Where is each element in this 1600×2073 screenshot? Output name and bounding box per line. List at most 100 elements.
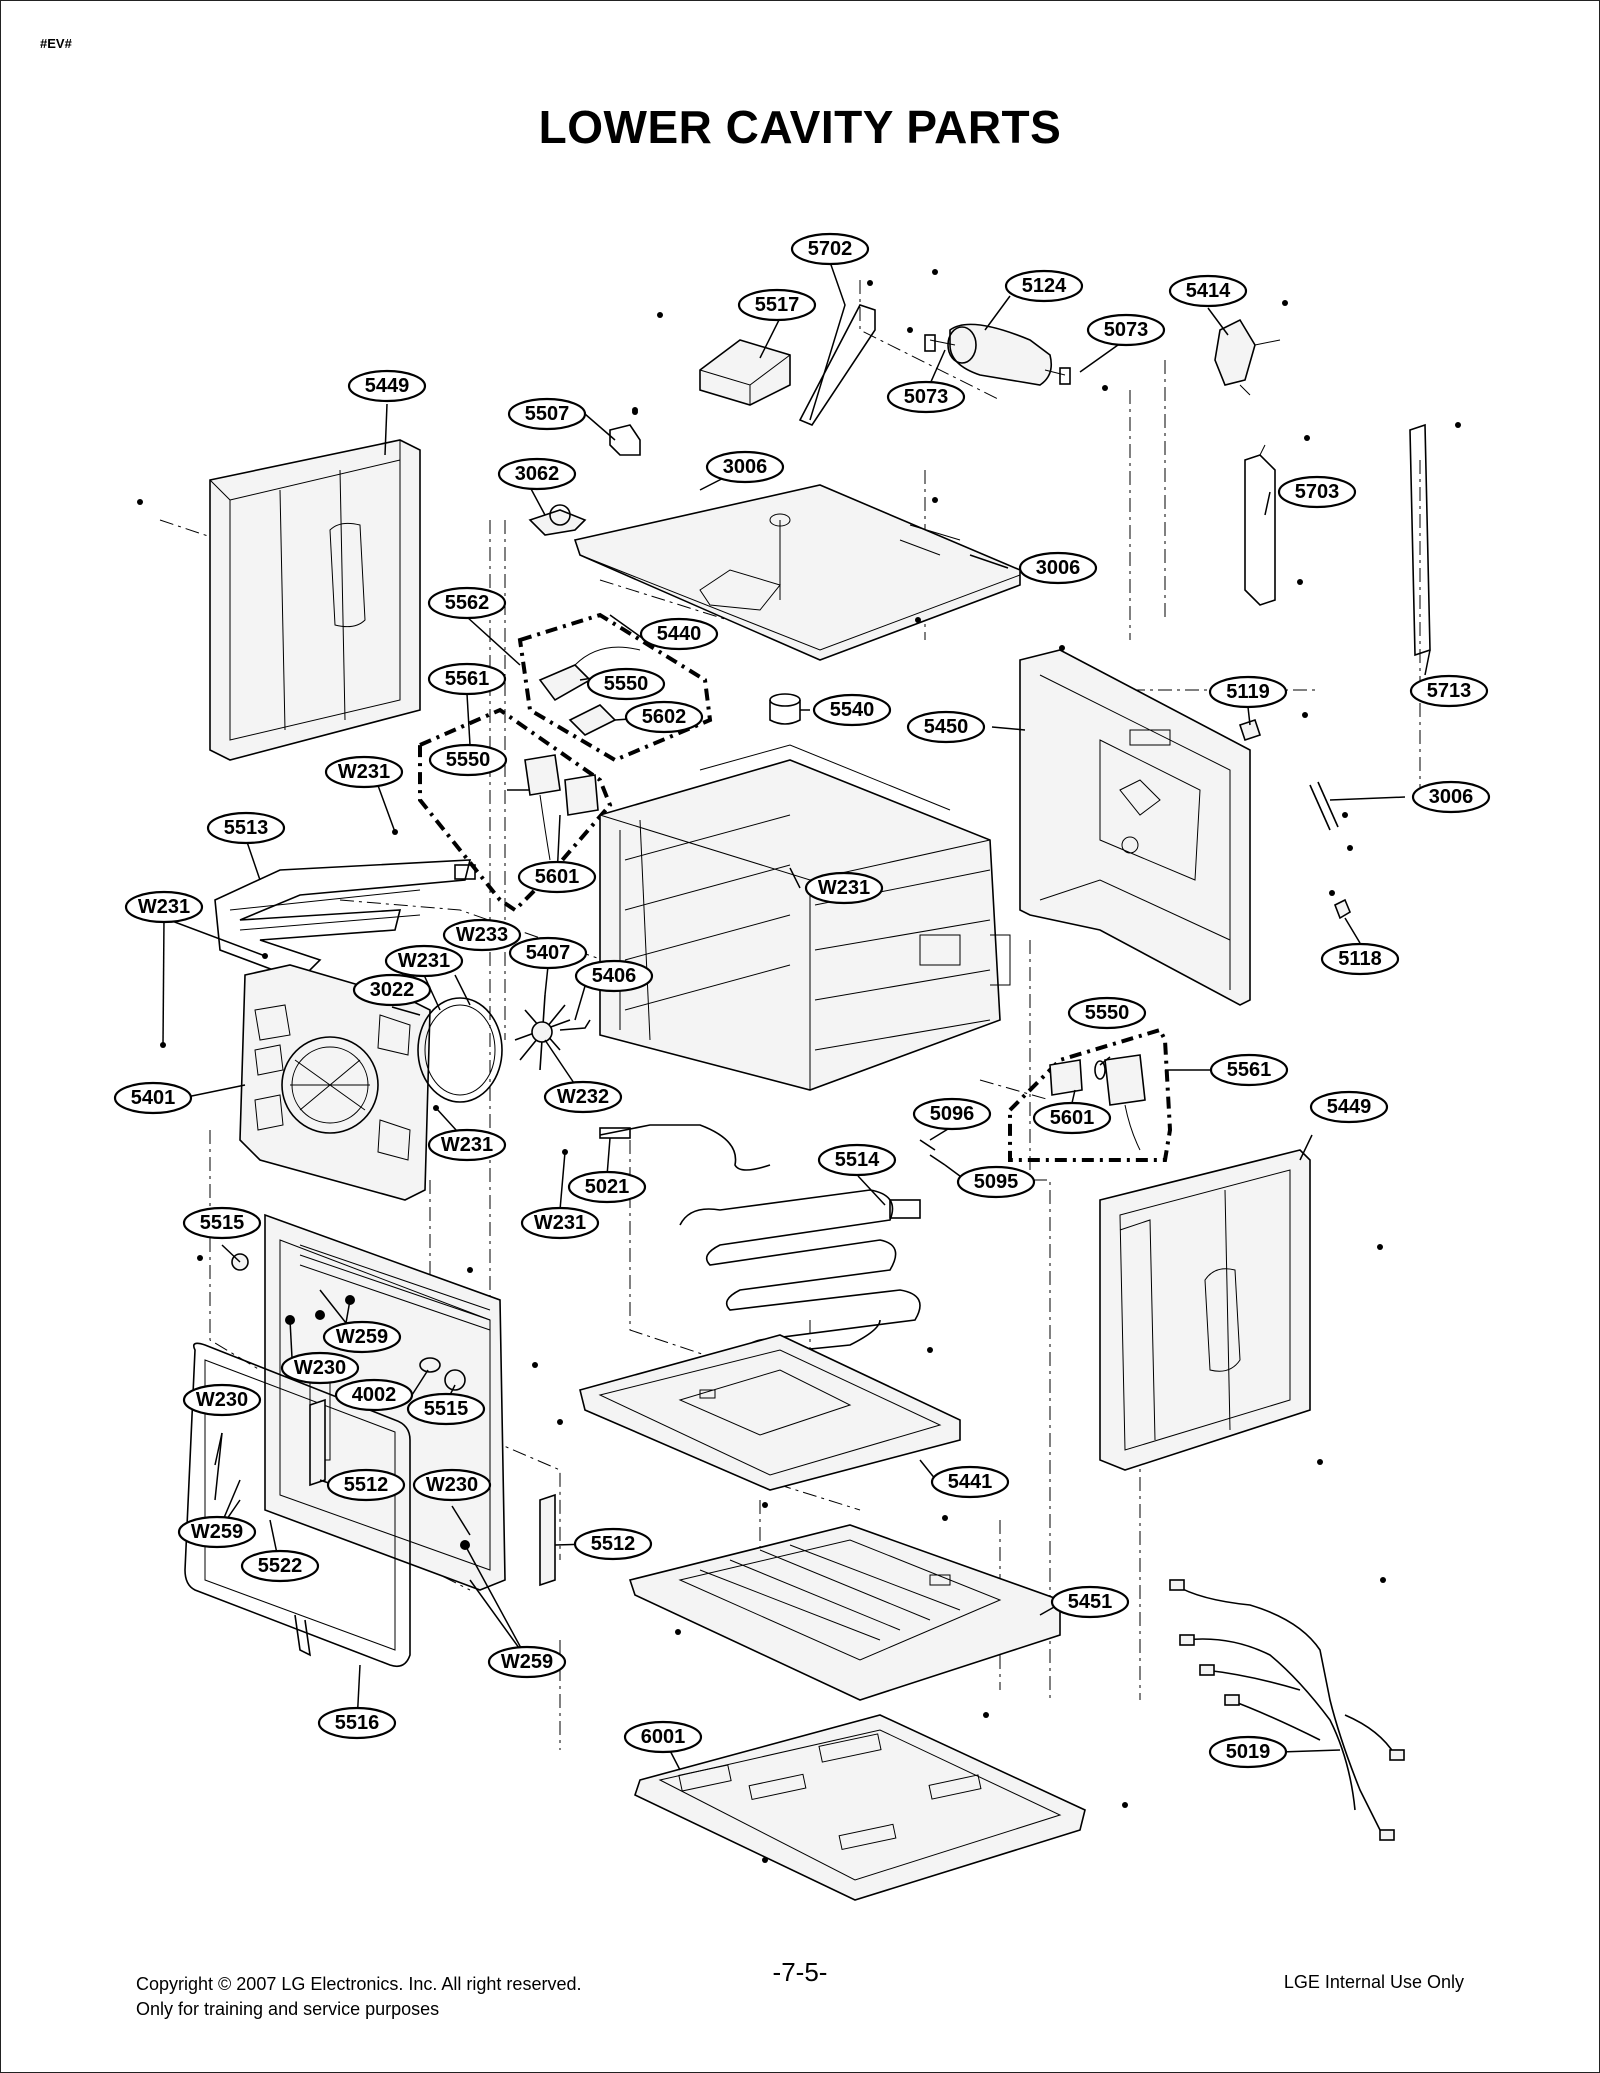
svg-text:W230: W230 <box>294 1357 346 1379</box>
svg-text:5601: 5601 <box>535 866 580 888</box>
callout-W231-center: W231 <box>804 871 884 905</box>
copyright-line-2: Only for training and service purposes <box>136 1999 440 2019</box>
group-5561-right-outline <box>1008 1027 1173 1162</box>
svg-text:5562: 5562 <box>445 592 490 614</box>
svg-text:5516: 5516 <box>335 1712 380 1734</box>
part-5703-bracket <box>1244 444 1276 606</box>
callout-W231-left: W231 <box>124 890 204 924</box>
callout-5450: 5450 <box>906 710 986 744</box>
callout-5713: 5713 <box>1409 674 1489 708</box>
svg-text:5118: 5118 <box>1338 948 1381 970</box>
callout-5021: 5021 <box>567 1170 647 1204</box>
part-5124-motor <box>924 323 1071 386</box>
callout-labels: 5702 5517 5124 5414 5073 5073 5449 5507 … <box>113 232 1491 1769</box>
svg-text:5507: 5507 <box>525 403 570 425</box>
svg-text:5702: 5702 <box>808 238 853 260</box>
callout-W230-top: W230 <box>280 1351 360 1385</box>
part-5517-box <box>699 339 791 406</box>
callout-5561-right: 5561 <box>1209 1053 1289 1087</box>
svg-text:5561: 5561 <box>445 668 490 690</box>
callout-5441: 5441 <box>930 1465 1010 1499</box>
svg-text:W232: W232 <box>557 1086 609 1108</box>
part-5441-tray <box>579 1334 961 1491</box>
part-5702-bracket <box>798 304 876 426</box>
callout-4002: 4002 <box>334 1378 414 1412</box>
callout-5118: 5118 <box>1320 942 1400 976</box>
callout-5019: 5019 <box>1208 1735 1288 1769</box>
svg-text:5540: 5540 <box>830 699 875 721</box>
part-5440-top-panel <box>573 484 1021 661</box>
callout-3006-top: 3006 <box>705 450 785 484</box>
part-3062-thermostat <box>528 504 587 536</box>
svg-text:3006: 3006 <box>723 456 768 478</box>
footer-internal-notice: LGE Internal Use Only <box>1283 1972 1464 1992</box>
callout-5440: 5440 <box>639 617 719 651</box>
callout-5515-bottom: 5515 <box>406 1392 486 1426</box>
svg-text:5512: 5512 <box>344 1474 389 1496</box>
svg-text:W230: W230 <box>426 1474 478 1496</box>
callout-W231-lower: W231 <box>427 1128 507 1162</box>
svg-text:5124: 5124 <box>1022 275 1067 297</box>
svg-text:W231: W231 <box>338 761 390 783</box>
callout-3006-right: 3006 <box>1411 780 1491 814</box>
part-5019-harness <box>1169 1579 1405 1841</box>
svg-text:5522: 5522 <box>258 1555 303 1577</box>
svg-text:5513: 5513 <box>224 817 269 839</box>
svg-text:W231: W231 <box>818 877 870 899</box>
callout-5562: 5562 <box>427 586 507 620</box>
part-5507-bracket <box>609 424 641 456</box>
callout-W230-right: W230 <box>412 1468 492 1502</box>
svg-text:W259: W259 <box>336 1326 388 1348</box>
svg-text:W233: W233 <box>456 924 508 946</box>
svg-text:W231: W231 <box>534 1212 586 1234</box>
callout-W232: W232 <box>543 1080 623 1114</box>
svg-text:W230: W230 <box>196 1389 248 1411</box>
callout-5514: 5514 <box>817 1143 897 1177</box>
callout-5124: 5124 <box>1004 269 1084 303</box>
callout-5550-upper: 5550 <box>586 667 666 701</box>
callout-W231-fan: W231 <box>384 944 464 978</box>
svg-text:3062: 3062 <box>515 463 560 485</box>
callout-W233: W233 <box>442 918 522 952</box>
svg-text:5601: 5601 <box>1050 1107 1095 1129</box>
document-code: #EV# <box>40 36 72 51</box>
callout-3022: 3022 <box>352 973 432 1007</box>
callout-5602: 5602 <box>624 700 704 734</box>
callout-5517: 5517 <box>737 288 817 322</box>
callout-5512-left: 5512 <box>326 1468 406 1502</box>
callout-W231-top-left: W231 <box>324 755 404 789</box>
screws <box>137 269 1461 1863</box>
part-5450-rear-panel <box>1019 649 1251 1006</box>
callout-5414: 5414 <box>1168 274 1248 308</box>
part-oven-cavity <box>599 744 1011 1091</box>
callout-5550-right: 5550 <box>1067 996 1147 1030</box>
callout-5073-left: 5073 <box>886 380 966 414</box>
svg-text:3006: 3006 <box>1036 557 1081 579</box>
svg-text:5515: 5515 <box>200 1212 245 1234</box>
svg-text:5550: 5550 <box>604 673 649 695</box>
callout-5449-top: 5449 <box>347 369 427 403</box>
svg-text:5449: 5449 <box>365 375 410 397</box>
callout-5702: 5702 <box>790 232 870 266</box>
part-6001-base <box>634 1714 1086 1901</box>
part-3006-sensor <box>1309 781 1339 831</box>
copyright-line-1: Copyright © 2007 LG Electronics. Inc. Al… <box>136 1974 582 1994</box>
svg-text:5440: 5440 <box>657 623 702 645</box>
svg-text:5095: 5095 <box>974 1171 1019 1193</box>
page-number: -7-5- <box>772 1957 828 1987</box>
svg-text:5073: 5073 <box>904 386 949 408</box>
part-3022-ring-element <box>417 997 503 1103</box>
svg-text:3006: 3006 <box>1429 786 1474 808</box>
part-5451-floor <box>628 1524 1061 1701</box>
footer-copyright: Copyright © 2007 LG Electronics. Inc. Al… <box>136 1972 581 2022</box>
group-5562-outline <box>517 612 713 763</box>
svg-text:5414: 5414 <box>1186 280 1231 302</box>
part-5713-strip <box>1409 423 1431 657</box>
callout-3062: 3062 <box>497 457 577 491</box>
callout-W259-left: W259 <box>177 1515 257 1549</box>
svg-text:5517: 5517 <box>755 294 800 316</box>
callout-5601-right: 5601 <box>1032 1101 1112 1135</box>
svg-text:5073: 5073 <box>1104 319 1149 341</box>
callout-5703: 5703 <box>1277 475 1357 509</box>
